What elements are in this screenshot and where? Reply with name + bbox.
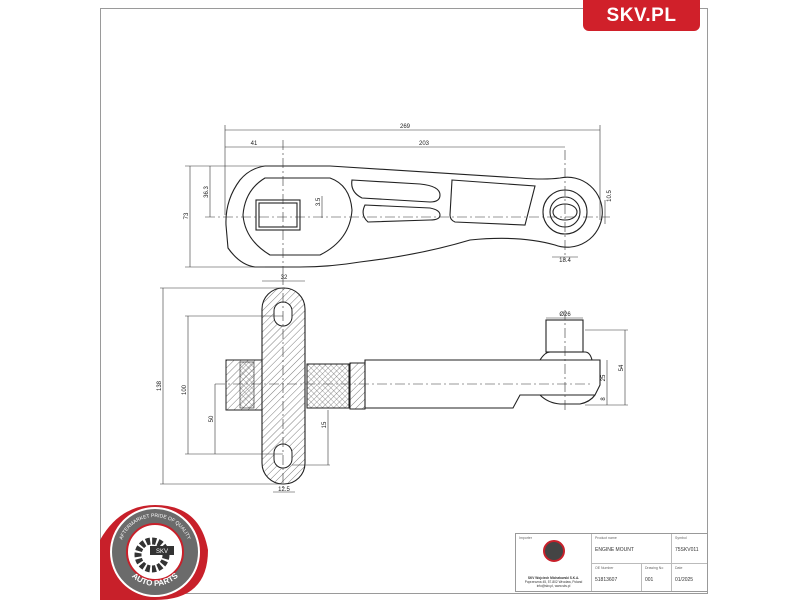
importer-line: info@skv.pl, www.skv.pl xyxy=(536,584,571,588)
importer-line: Poprzeczna 45, 57-802 Wrocław, Poland xyxy=(524,580,583,584)
dim-bush-dia: Ø26 xyxy=(559,312,571,318)
dim-plate-height: 138 xyxy=(157,380,163,391)
date-label: Date xyxy=(675,566,683,570)
dim-eye-width: 10.5 xyxy=(607,190,613,202)
dim-lower-offset: 50 xyxy=(209,415,215,422)
skv-quality-seal: SKV AFTERMARKET PRIDE OF QUALITY AUTO PA… xyxy=(100,505,208,600)
importer-logo xyxy=(542,540,565,562)
seal-badge: SKV xyxy=(156,549,168,555)
dim-height: 73 xyxy=(184,212,190,219)
dim-hole-width: 12.5 xyxy=(278,487,290,493)
arm-outline xyxy=(225,165,603,268)
product-name-label: Product name xyxy=(595,536,617,540)
side-view: 32 138 100 50 15 12.5 Ø26 54 25 8 xyxy=(157,275,628,493)
oe-label: OE Number xyxy=(595,566,614,570)
drawing-no-cell: Drawing No 001 xyxy=(641,563,671,591)
dim-eye-dia: 18.4 xyxy=(559,258,571,264)
dim-pivot-offset: 41 xyxy=(251,141,258,147)
brand-logo[interactable]: SKV.PL xyxy=(583,0,700,31)
dim-eye-low: 8 xyxy=(601,397,607,401)
dim-offset: 3.5 xyxy=(316,197,322,206)
dim-plate-width: 32 xyxy=(281,275,288,281)
drawing-no: 001 xyxy=(645,577,654,583)
importer-cell: Importer SKV Wojciech Michałowski S.K.A.… xyxy=(516,534,591,591)
importer-label: Importer xyxy=(519,536,533,540)
drawing-frame xyxy=(100,8,708,594)
dim-eye-mid: 25 xyxy=(601,374,607,381)
title-block: Importer SKV Wojciech Michałowski S.K.A.… xyxy=(515,533,708,592)
dim-hole-spacing: 100 xyxy=(182,384,188,395)
dim-half-height: 36.3 xyxy=(204,186,210,198)
symbol-label: Symbol xyxy=(675,536,687,540)
date-cell: Date 01/2025 xyxy=(671,563,707,591)
symbol: 75SKV011 xyxy=(675,547,699,553)
top-view: 269 41 203 73 36.3 3.5 10.5 18.4 xyxy=(184,124,613,275)
importer-line: SKV Wojciech Michałowski S.K.A. xyxy=(527,576,580,580)
date: 01/2025 xyxy=(675,577,694,583)
dim-hole-len: 15 xyxy=(322,421,328,428)
dim-center-distance: 203 xyxy=(419,141,430,147)
symbol-cell: Symbol 75SKV011 xyxy=(671,534,707,563)
oe-number: 51813607 xyxy=(595,577,618,583)
dim-overall-length: 269 xyxy=(400,124,411,130)
dim-eye-height: 54 xyxy=(619,364,625,371)
product-name: ENGINE MOUNT xyxy=(595,547,634,553)
drawing-no-label: Drawing No xyxy=(645,566,664,570)
oe-cell: OE Number 51813607 xyxy=(591,563,641,591)
product-name-cell: Product name ENGINE MOUNT xyxy=(591,534,671,563)
